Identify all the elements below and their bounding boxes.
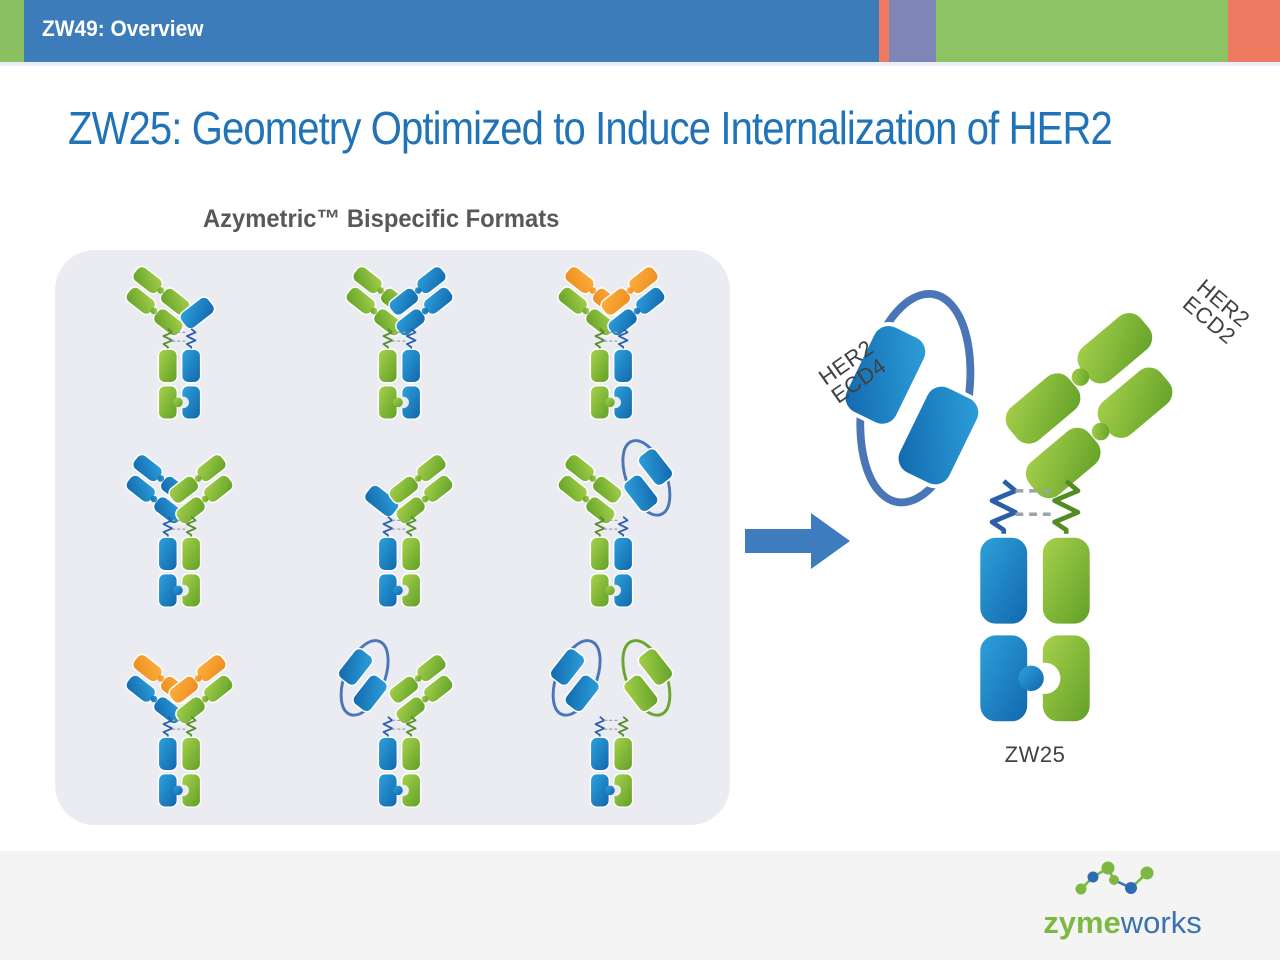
antibody-format-9	[518, 638, 705, 813]
zymeworks-logo: zymeworks	[1025, 861, 1220, 946]
header-accent-salmon-1	[879, 0, 889, 62]
header-underline	[0, 62, 1280, 66]
transform-arrow-icon	[745, 513, 850, 569]
antibody-format-7	[86, 638, 273, 813]
header-title: ZW49: Overview	[42, 16, 204, 41]
header-accent-green	[936, 0, 1228, 62]
panel-heading: Azymetric™ Bispecific Formats	[203, 205, 560, 233]
slide-title: ZW25: Geometry Optimized to Induce Inter…	[68, 102, 1113, 154]
zymeworks-logo-mark-icon	[1075, 861, 1154, 895]
antibody-format-4	[86, 438, 273, 613]
formats-panel	[55, 250, 730, 825]
logo-text-works: works	[1120, 905, 1202, 940]
header-bar: ZW49: Overview	[0, 0, 1280, 62]
header-accent-green-tab	[0, 0, 24, 62]
antibody-format-5	[306, 438, 493, 613]
zymeworks-logo-wordmark: zymeworks	[1025, 905, 1220, 941]
antibody-format-3	[518, 250, 705, 425]
zw25-label: ZW25	[1004, 742, 1066, 767]
footer: zymeworks	[0, 851, 1280, 960]
antibody-format-2	[306, 250, 493, 425]
antibody-format-8	[306, 638, 493, 813]
antibody-format-6	[518, 438, 705, 613]
zw25-antibody-figure	[785, 270, 1280, 739]
header-accent-salmon-2	[1228, 0, 1280, 62]
header-accent-purple	[889, 0, 936, 62]
logo-text-zyme: zyme	[1043, 905, 1121, 940]
antibody-format-1	[86, 250, 273, 425]
